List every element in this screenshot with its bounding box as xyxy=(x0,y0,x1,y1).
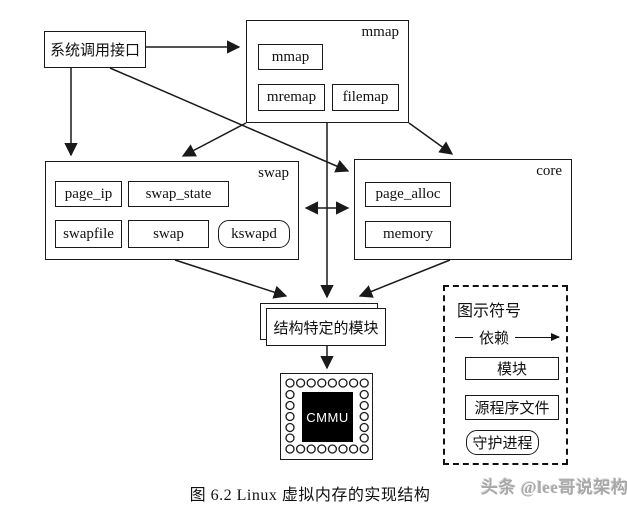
edge-mmap-to-core xyxy=(408,122,454,155)
legend-daemon-sample: 守护进程 xyxy=(466,430,539,455)
edge-swap-to-arch-module xyxy=(174,259,288,299)
syscall-interface-box: 系统调用接口 xyxy=(44,31,146,68)
dependency-line-icon xyxy=(455,336,473,339)
page-alloc-file-box: page_alloc xyxy=(365,182,451,207)
edge-mmap-to-swap xyxy=(181,122,247,157)
kswapd-daemon-box: kswapd xyxy=(218,220,290,248)
legend-dependency-row: 依赖 xyxy=(455,327,560,348)
swapfile-file-box: swapfile xyxy=(55,220,122,248)
legend-source-file-sample: 源程序文件 xyxy=(465,395,559,420)
memory-file-box: memory xyxy=(365,221,451,248)
mremap-file-box: mremap xyxy=(258,84,325,111)
edge-core-to-arch-module xyxy=(358,259,451,298)
figure-caption: 图 6.2 Linux 虚拟内存的实现结构 xyxy=(189,487,431,504)
swap-state-file-box: swap_state xyxy=(128,181,229,207)
edge-syscall-to-core xyxy=(109,67,350,173)
core-module-box: core page_alloc memory xyxy=(354,159,572,260)
swap-module-box: swap page_ip swap_state swapfile swap ks… xyxy=(45,161,299,260)
swap-module-title: swap xyxy=(258,165,289,181)
dependency-arrow-icon xyxy=(515,333,560,340)
legend-module-sample: 模块 xyxy=(465,357,559,380)
chip-pins xyxy=(285,378,369,454)
core-module-title: core xyxy=(536,163,562,179)
watermark: 头条 @lee哥说架构 xyxy=(481,478,627,497)
cmmu-label: CMMU xyxy=(302,392,353,442)
legend-title: 图示符号 xyxy=(457,303,522,320)
swap-file-box: swap xyxy=(128,220,209,248)
mmap-module-title: mmap xyxy=(361,24,400,40)
filemap-file-box: filemap xyxy=(332,84,399,111)
legend-dependency-label: 依赖 xyxy=(479,331,510,347)
mmap-file-box: mmap xyxy=(258,44,323,70)
legend-box: 图示符号 依赖 模块 源程序文件 守护进程 xyxy=(443,285,568,465)
arch-module-box: 结构特定的模块 xyxy=(266,308,386,346)
page-ip-file-box: page_ip xyxy=(55,181,122,207)
cmmu-chip: CMMU xyxy=(280,373,373,460)
mmap-module-box: mmap mmap mremap filemap xyxy=(246,20,409,123)
